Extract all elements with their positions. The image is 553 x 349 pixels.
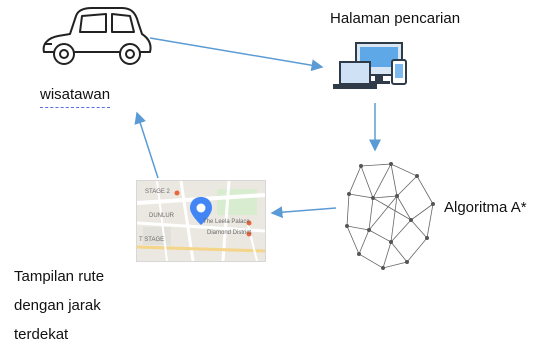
map-label: Diamond District (207, 230, 252, 236)
location-pin-icon (190, 197, 212, 225)
graph-network-icon (337, 158, 445, 278)
map-label: DUNLUR (149, 213, 175, 219)
map-label: The Leela Palace (203, 219, 250, 225)
algorithm-label: Algoritma A* (444, 199, 527, 216)
arrow-algorithm-to-result (270, 206, 337, 219)
result-label: Tampilan rute dengan jarak terdekat (14, 268, 105, 343)
map-label: STAGE 2 (145, 189, 170, 195)
arrow-tourist-to-search (149, 37, 324, 72)
map-icon: STAGE 2 DUNLUR T STAGE The Leela Palace … (136, 180, 266, 262)
search-page-label: Halaman pencarian (330, 10, 461, 27)
tourist-label: wisatawan (40, 84, 111, 108)
arrow-result-to-tourist (134, 111, 159, 179)
map-label: T STAGE (139, 237, 165, 243)
